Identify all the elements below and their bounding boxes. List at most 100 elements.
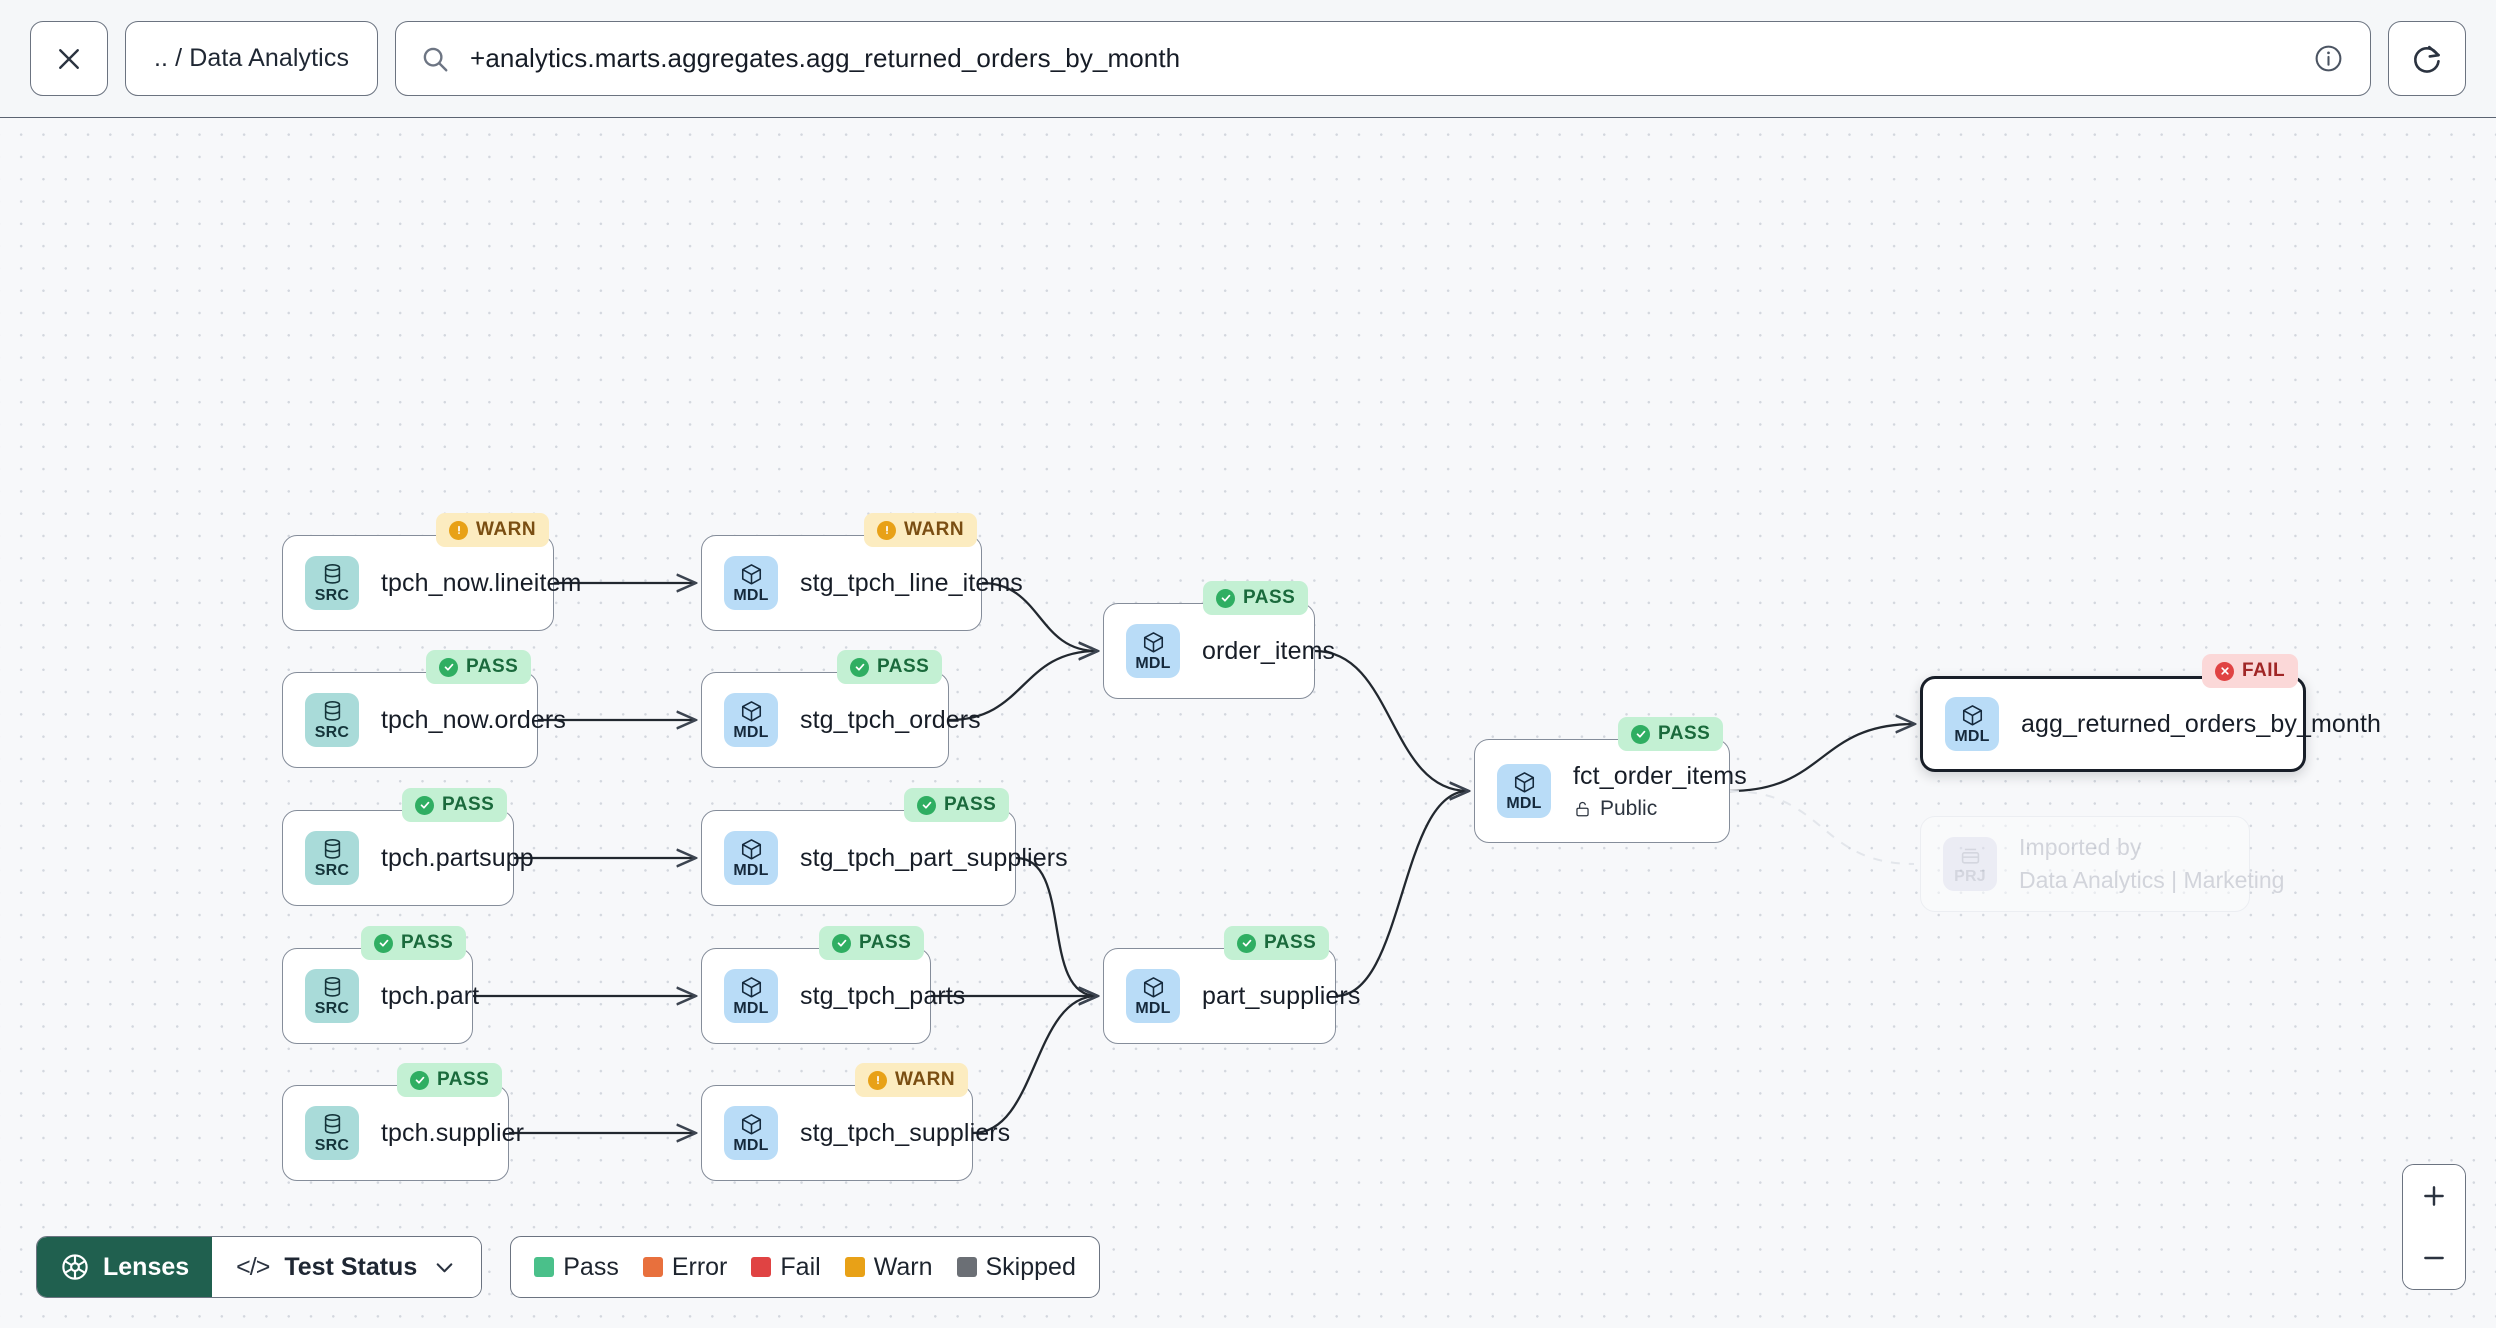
status-badge-pass[interactable]: PASS [426,650,532,684]
status-badge-pass[interactable]: PASS [837,650,943,684]
zoom-out-button[interactable] [2403,1227,2465,1289]
unlock-icon [1576,801,1589,816]
node-title: Imported by [2019,834,2142,860]
status-badge-pass[interactable]: PASS [904,788,1010,822]
test-status-dropdown[interactable]: </> Test Status [212,1237,482,1297]
node-body: stg_tpch_suppliers [800,1118,1011,1148]
node-type-label: SRC [314,1137,350,1154]
node-body: order_items [1202,637,1335,666]
legend-label: Pass [563,1252,619,1281]
info-icon[interactable] [2313,43,2344,74]
legend-swatch [844,1257,865,1277]
status-badge-pass[interactable]: PASS [1224,926,1330,960]
breadcrumb[interactable]: .. / Data Analytics [125,21,379,96]
legend-swatch [534,1257,555,1277]
node-body: agg_returned_orders_by_month [2021,710,2381,739]
legend-item-pass[interactable]: Pass [534,1253,619,1282]
node-title: fct_order_items [1573,761,1747,790]
status-icon [917,795,936,815]
cube-icon [741,1114,761,1135]
close-button[interactable] [30,21,108,96]
status-label: PASS [1243,587,1296,608]
status-badge-pass[interactable]: PASS [361,926,467,960]
edge-stg_tpch_orders-to-order_items [948,651,1097,722]
aperture-icon [62,1254,88,1280]
status-badge-warn[interactable]: WARN [436,513,550,547]
graph-node-stg_tpch_suppliers[interactable]: MDL stg_tpch_suppliers [701,1085,1011,1181]
legend-item-error[interactable]: Error [642,1252,728,1282]
status-label: PASS [1264,932,1317,953]
status-badge-warn[interactable]: WARN [864,513,978,547]
status-badge-pass[interactable]: PASS [402,788,508,822]
status-badge-pass[interactable]: PASS [397,1063,503,1097]
node-subtitle: Public [1573,797,1707,821]
legend-item-fail[interactable]: Fail [751,1253,821,1282]
node-title: tpch_now.lineitem [381,568,582,597]
node-title: stg_tpch_part_suppliers [800,843,1068,872]
status-label: FAIL [2242,660,2286,681]
node-type-badge-mdl: MDL [724,969,778,1023]
status-label: PASS [859,932,912,953]
legend-item-skipped[interactable]: Skipped [956,1253,1076,1282]
status-badge-pass[interactable]: PASS [819,926,925,960]
node-type-badge-mdl: MDL [724,1106,778,1160]
lenses-button[interactable]: Lenses [37,1237,213,1297]
zoom-controls [2402,1164,2466,1290]
node-type-label: MDL [1954,728,1990,745]
status-legend[interactable]: Pass Error Fail Warn Skipped [510,1236,1100,1298]
status-icon [374,933,393,953]
test-status-label: Test Status [284,1252,418,1281]
graph-node-tpch_part[interactable]: SRC tpch.part [282,948,480,1044]
node-type-badge-mdl: MDL [1497,764,1551,818]
graph-node-agg_returned_orders[interactable]: MDL agg_returned_orders_by_month [1920,676,2381,772]
node-type-badge-mdl: MDL [724,556,778,610]
edge-layer [473,118,2496,1328]
node-body: stg_tpch_orders [800,706,981,735]
database-icon [324,977,340,997]
node-type-badge-src: SRC [305,831,359,885]
legend-swatch [751,1257,772,1277]
status-icon [449,520,468,540]
status-label: PASS [1658,723,1711,744]
cube-icon [1143,977,1163,998]
node-body: tpch.partsupp [381,843,534,873]
cube-icon [1514,772,1534,793]
status-badge-pass[interactable]: PASS [1618,717,1724,751]
node-type-label: SRC [314,724,350,741]
legend-swatch [642,1257,663,1277]
status-icon [868,1070,887,1090]
status-badge-warn[interactable]: WARN [855,1063,969,1097]
legend-item-warn[interactable]: Warn [844,1253,933,1282]
node-type-label: MDL [733,587,769,604]
graph-node-tpch_partsupp[interactable]: SRC tpch.partsupp [282,810,534,906]
node-title: stg_tpch_suppliers [800,1118,1011,1147]
node-title: tpch.part [381,981,480,1010]
search-input[interactable]: +analytics.marts.aggregates.agg_returned… [395,21,2371,96]
status-label: PASS [877,656,930,677]
status-icon [877,520,896,540]
node-type-badge-mdl: MDL [1126,969,1180,1023]
status-badge-fail[interactable]: FAIL [2202,654,2299,688]
zoom-in-button[interactable] [2403,1165,2465,1227]
cube-icon [741,839,761,860]
status-icon [2215,661,2234,681]
refresh-button[interactable] [2388,21,2466,96]
legend-label: Error [671,1252,728,1281]
node-type-label: SRC [314,1000,350,1017]
minus-icon [2424,1256,2444,1260]
bottom-toolbar: Lenses </> Test Status Pass Error Fail Warn… [36,1236,1100,1298]
node-title: tpch.partsupp [381,843,534,872]
status-badge-pass[interactable]: PASS [1203,581,1309,615]
